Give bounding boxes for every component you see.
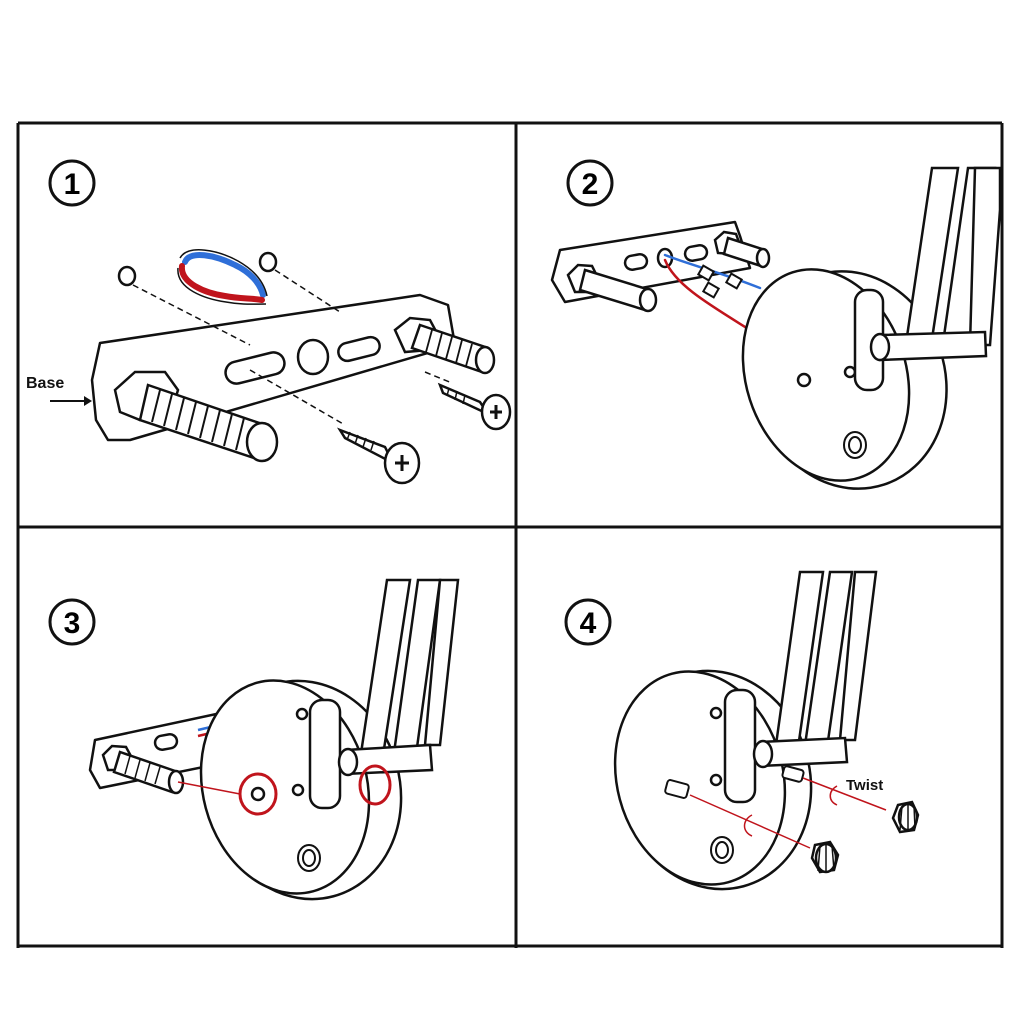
step-number-1: 1 xyxy=(48,159,96,207)
panel-step-1: 1 xyxy=(26,159,512,485)
lamp-arm xyxy=(308,578,460,810)
bolt-icon xyxy=(713,230,771,269)
twist-guides xyxy=(689,777,887,849)
panel-grid xyxy=(16,121,1004,948)
bolt-icon xyxy=(566,263,658,313)
switch-icon xyxy=(297,844,321,872)
panel-step-2: 2 xyxy=(550,159,1002,490)
svg-text:4: 4 xyxy=(580,607,597,640)
cap-nut-icon xyxy=(810,840,840,874)
lamp-arm xyxy=(853,166,1002,392)
svg-text:2: 2 xyxy=(582,168,599,201)
step-number-4: 4 xyxy=(564,598,612,646)
alignment-highlights xyxy=(177,764,392,816)
switch-icon xyxy=(843,431,867,459)
step-number-2: 2 xyxy=(566,159,614,207)
twist-label: Twist xyxy=(846,777,883,794)
guide-lines xyxy=(132,269,453,426)
svg-text:3: 3 xyxy=(64,607,81,640)
panel-step-3: 3 xyxy=(48,578,460,901)
screw-icon xyxy=(336,427,421,485)
switch-icon xyxy=(710,836,734,864)
panel-step-4: 4 xyxy=(564,570,920,891)
svg-text:Base: Base xyxy=(26,375,64,392)
cap-nut-icon xyxy=(891,800,920,834)
svg-text:1: 1 xyxy=(64,168,81,201)
bolt-icon xyxy=(664,765,805,799)
step-number-3: 3 xyxy=(48,598,96,646)
base-label: Base xyxy=(26,375,92,406)
bolt-icon xyxy=(393,316,496,375)
bolt-icon xyxy=(113,370,279,463)
washer-icon xyxy=(117,265,137,287)
screw-icon xyxy=(437,382,512,431)
wire-icon xyxy=(178,252,266,303)
bolt-icon xyxy=(101,744,185,795)
lamp-arm xyxy=(723,570,878,804)
washer-icon xyxy=(258,251,278,273)
